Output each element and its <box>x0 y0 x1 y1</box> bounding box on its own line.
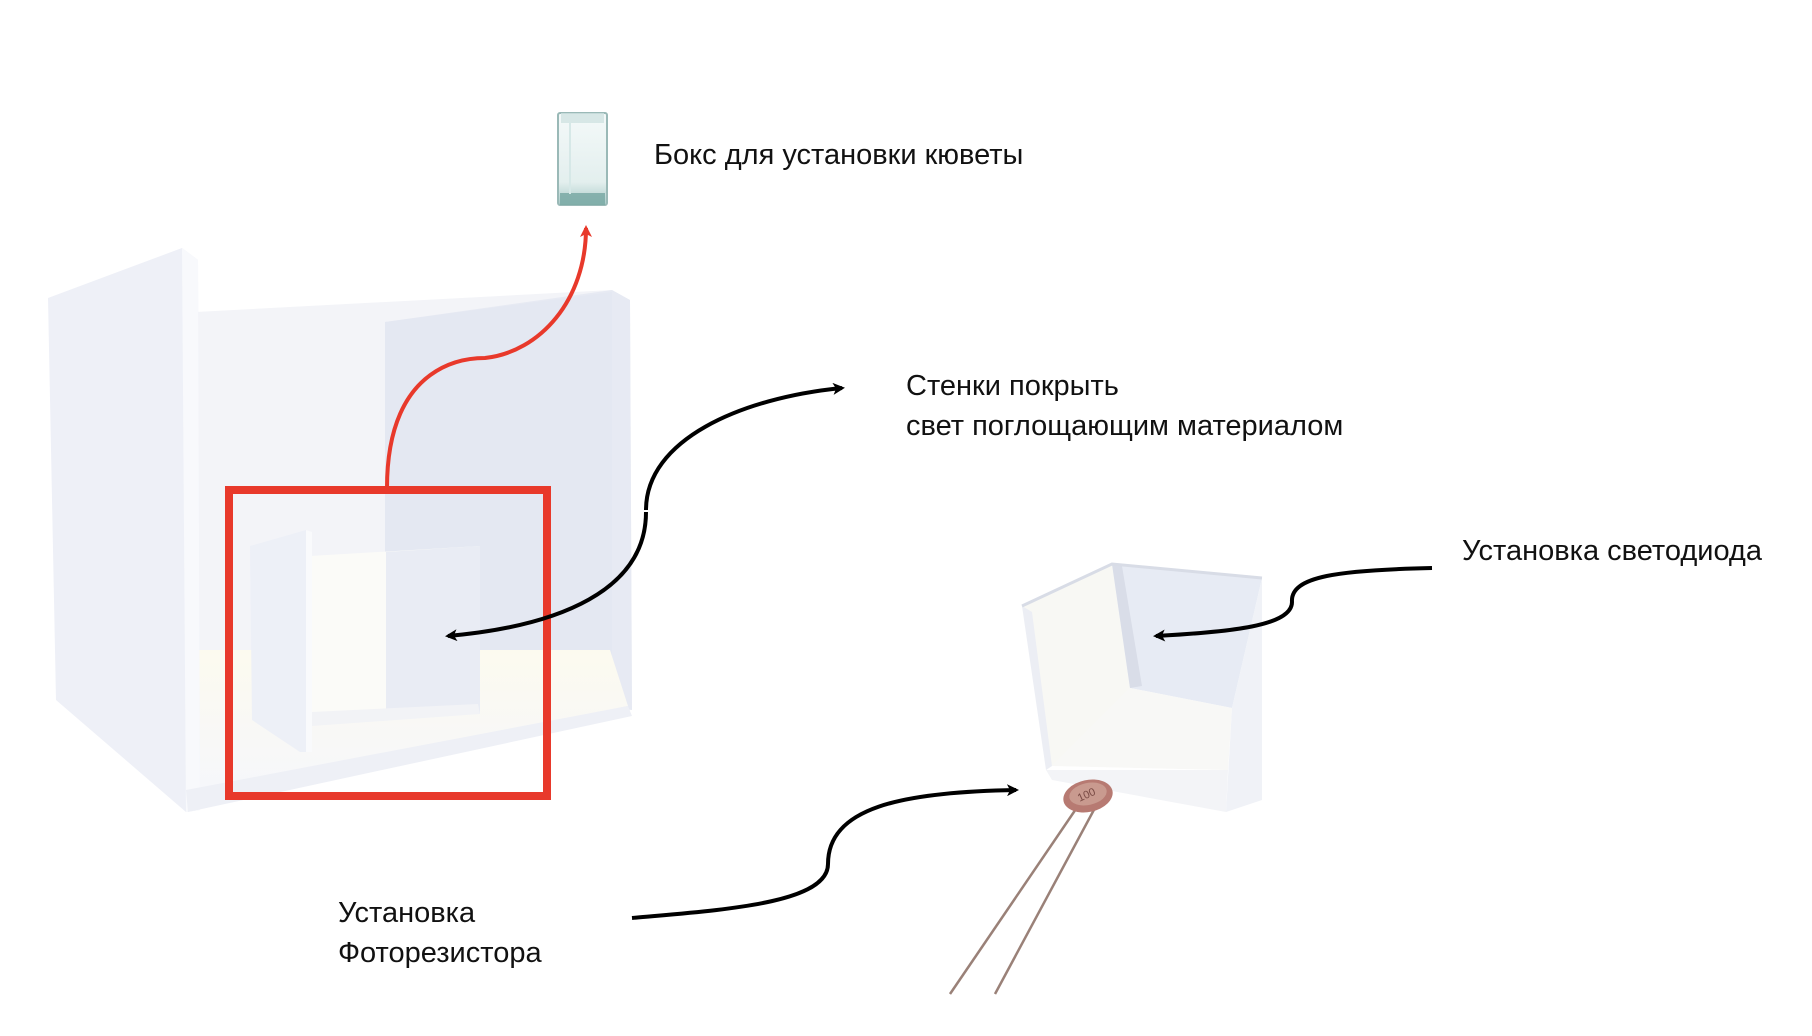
cuvette-box-text: Бокс для установки кюветы <box>654 139 1024 171</box>
led-mount-text: Установка светодиода <box>1462 535 1762 567</box>
highlight-frame <box>225 486 551 800</box>
photoresistor-icon: 100 <box>948 779 1113 995</box>
arrow-icon <box>385 225 592 489</box>
photoresistor-label-line1: Установка <box>338 897 476 929</box>
led-mount-label: Установка светодиода <box>1462 531 1762 571</box>
arrow-icon <box>445 511 648 642</box>
arrow-icon <box>1153 566 1433 642</box>
walls-label-line2: свет поглощающим материалом <box>906 410 1344 442</box>
cuvette-box-label: Бокс для установки кюветы <box>654 135 1023 175</box>
led-mount-illustration <box>1021 562 1263 812</box>
arrow-icon <box>644 382 845 511</box>
walls-label-line1: Стенки покрыть <box>906 370 1119 402</box>
photoresistor-label-line2: Фоторезистора <box>338 937 542 969</box>
photoresistor-label: Установка Фоторезистора <box>338 893 542 973</box>
cuvette-icon <box>557 112 608 206</box>
arrow-icon <box>631 784 1019 920</box>
housing-box-illustration <box>48 248 632 812</box>
walls-label: Стенки покрыть свет поглощающим материал… <box>906 366 1343 446</box>
